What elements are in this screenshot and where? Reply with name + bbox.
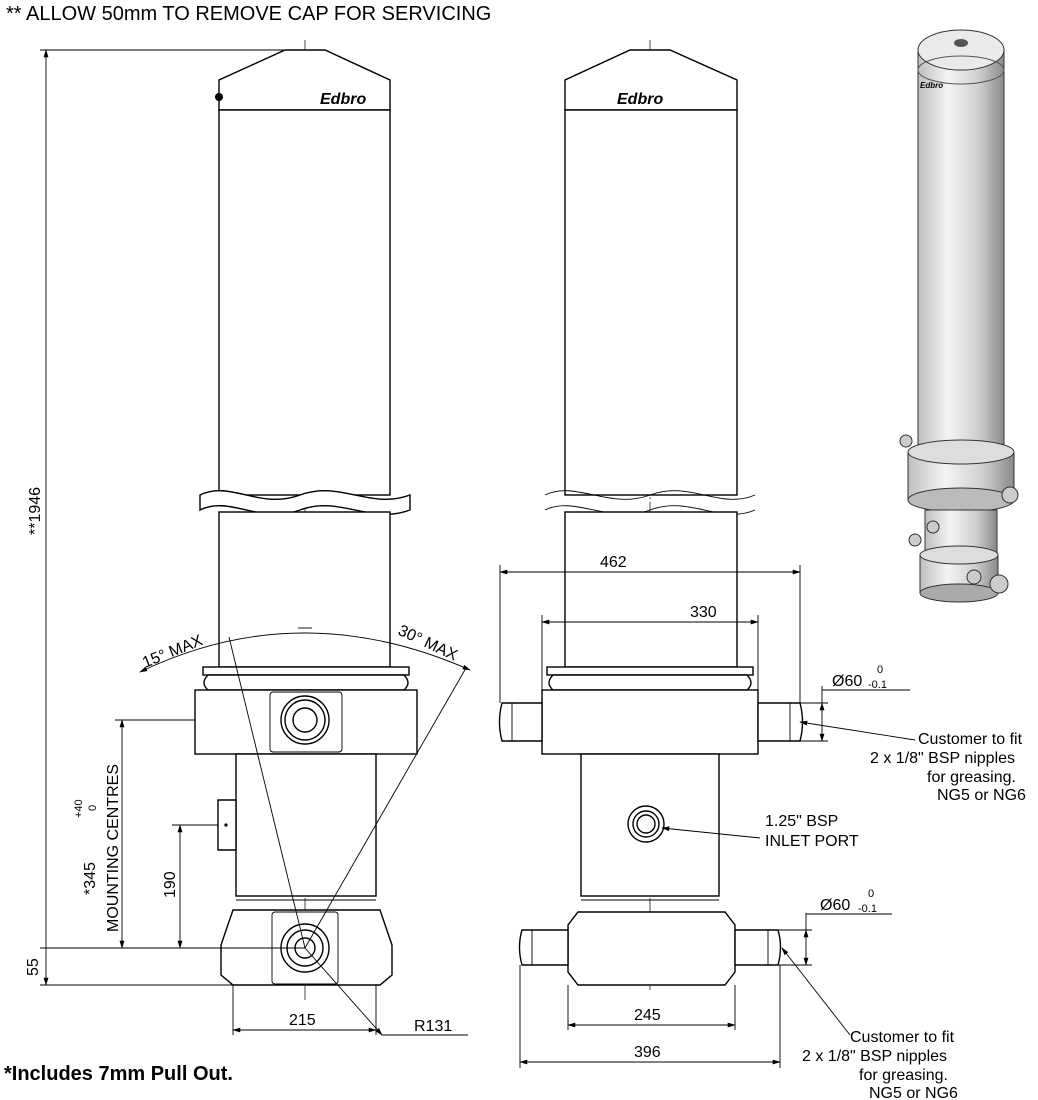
mounting-centres-value: *345	[82, 862, 99, 895]
base-pin-inner-label: 245	[634, 1007, 661, 1024]
trunnion-span-label: 462	[600, 554, 627, 571]
pin-offset-label: 190	[162, 871, 179, 898]
greasing-bottom-line-4: NG5 or NG6	[869, 1085, 958, 1100]
front-view: Edbro 462 330	[498, 40, 1026, 1100]
front-base	[567, 911, 736, 986]
side-brand: Edbro	[320, 91, 366, 108]
greasing-top-line-2: 2 x 1/8" BSP nipples	[870, 750, 1015, 767]
mounting-centres-tol-lower: 0	[87, 805, 99, 811]
inlet-port-line-2: INLET PORT	[765, 833, 859, 850]
mounting-centres-tol-upper: +40	[73, 799, 85, 818]
pin-tol-upper-top: 0	[877, 664, 883, 676]
base-pin-span-label: 396	[634, 1044, 661, 1061]
radius-label: R131	[414, 1018, 452, 1035]
front-trunnion-block	[541, 689, 759, 755]
inlet-port-line-1: 1.25" BSP	[765, 813, 838, 830]
footnote: *Includes 7mm Pull Out.	[4, 1063, 233, 1085]
greasing-top-line-4: NG5 or NG6	[937, 787, 1026, 804]
side-base	[220, 909, 393, 986]
greasing-top-line-3: for greasing.	[927, 769, 1016, 786]
pin-tol-lower-bottom: -0.1	[858, 903, 877, 915]
side-tube-upper	[218, 109, 391, 496]
base-height-label: 55	[25, 958, 42, 976]
side-body	[235, 753, 377, 897]
pin-dia-bottom: Ø60	[820, 897, 850, 914]
overall-length-label: **1946	[27, 487, 44, 535]
trunnion-inner-label: 330	[690, 604, 717, 621]
side-tube-lower	[218, 511, 391, 668]
pin-tol-lower-top: -0.1	[868, 679, 887, 691]
greasing-bottom-line-2: 2 x 1/8" BSP nipples	[802, 1048, 947, 1065]
greasing-bottom-line-1: Customer to fit	[850, 1029, 955, 1046]
top-note: ** ALLOW 50mm TO REMOVE CAP FOR SERVICIN…	[6, 3, 491, 25]
greasing-top-line-1: Customer to fit	[918, 731, 1023, 748]
cylinder-3d-render: Edbro	[899, 29, 1019, 603]
pin-dia-top: Ø60	[832, 673, 862, 690]
front-brand: Edbro	[617, 91, 663, 108]
mounting-centres-label: MOUNTING CENTRES	[105, 764, 122, 932]
greasing-bottom-line-3: for greasing.	[859, 1067, 948, 1084]
render-brand: Edbro	[920, 81, 943, 90]
angle-left-label: 15° MAX	[140, 632, 205, 672]
side-view: Edbro 15° MAX	[25, 40, 471, 1036]
pin-tol-upper-bottom: 0	[868, 888, 874, 900]
angle-right-label: 30° MAX	[395, 622, 460, 664]
base-width-label: 215	[289, 1012, 316, 1029]
